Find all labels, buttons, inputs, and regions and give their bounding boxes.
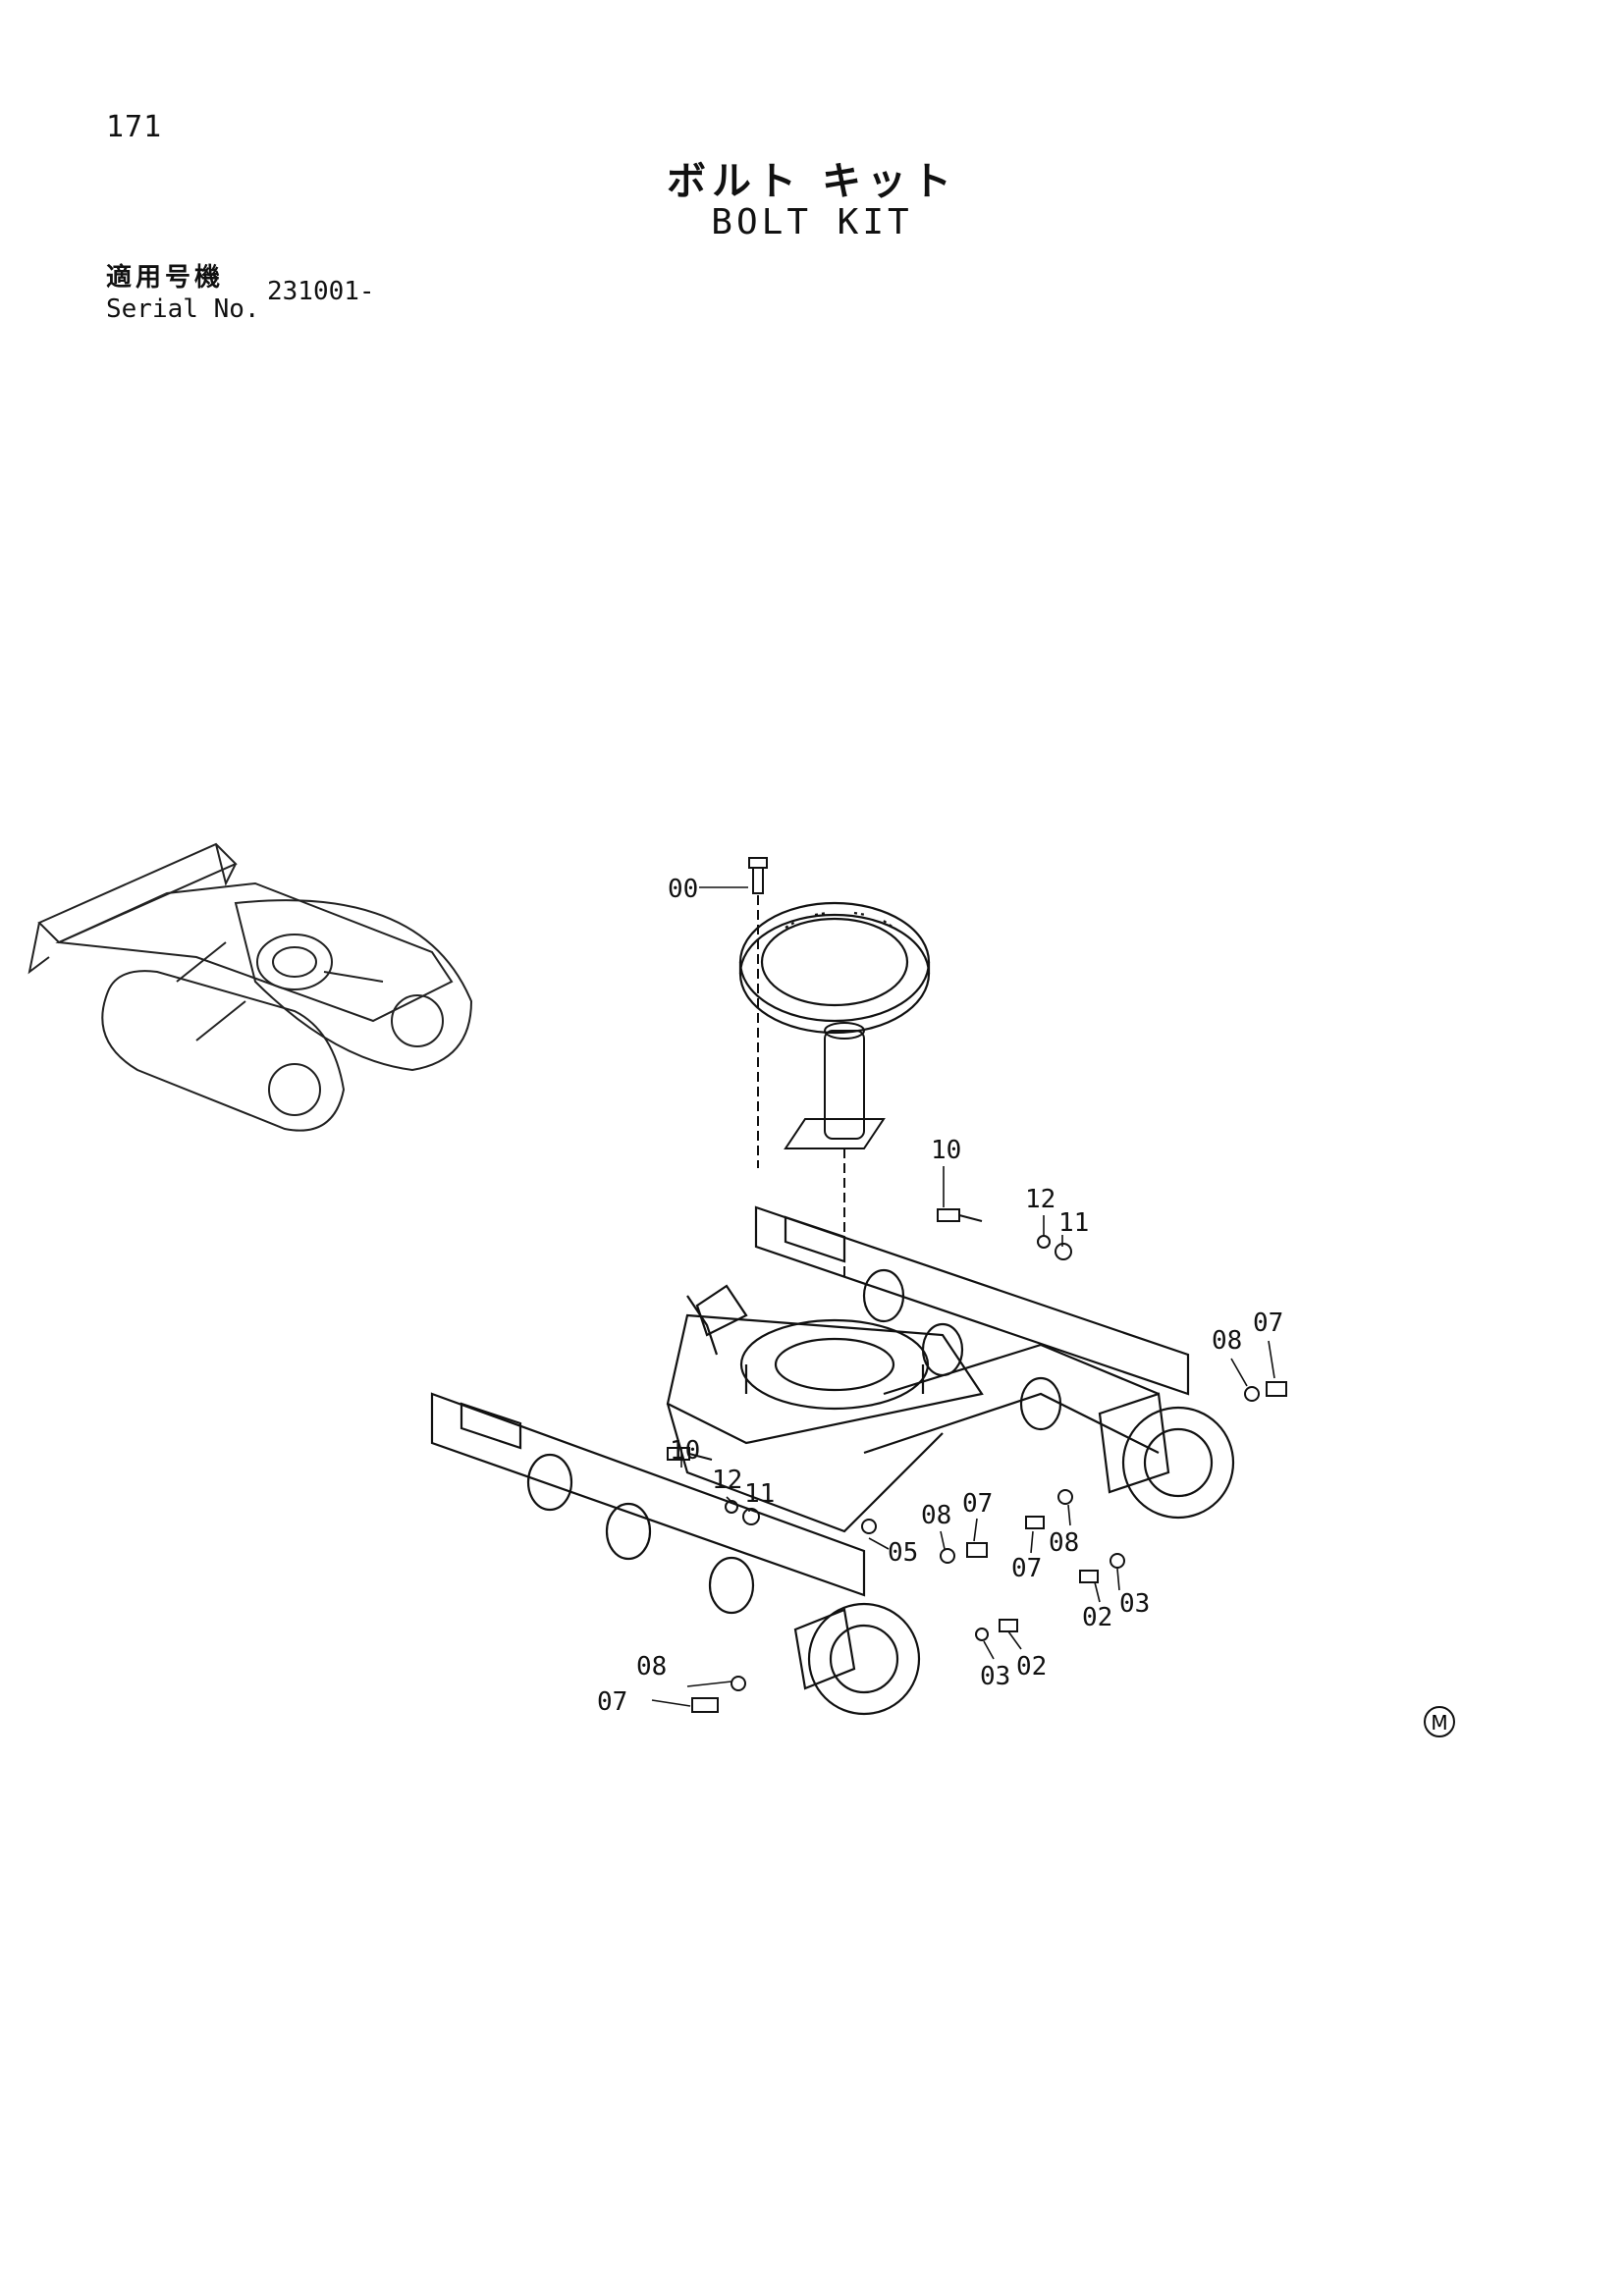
swing-bearing-ring: [738, 901, 931, 1035]
callout-08-center: 08: [1049, 1528, 1079, 1558]
callout-07-mid: 07: [962, 1489, 993, 1519]
page-title-jp: ボルト キット: [667, 159, 957, 204]
callout-07-center: 07: [1011, 1554, 1042, 1583]
callout-11-upper: 11: [1058, 1208, 1089, 1238]
callout-12-lower: 12: [712, 1466, 742, 1495]
callout-11-lower: 11: [744, 1479, 775, 1509]
serial-label-en: Serial No.: [106, 294, 260, 324]
m-mark-label: M: [1431, 1711, 1447, 1735]
callout-07-left: 07: [597, 1687, 627, 1717]
m-mark: M: [1424, 1706, 1455, 1737]
callout-labels: 00 10 12 11 08 07 10 12 11 08 07 05 08 0…: [597, 875, 1283, 1717]
serial-label-jp: 適用号機: [106, 263, 225, 293]
callout-08-mid: 08: [921, 1501, 951, 1530]
callout-02-right: 02: [1082, 1603, 1112, 1632]
callout-00: 00: [668, 875, 698, 904]
callout-05: 05: [888, 1538, 918, 1568]
callout-07-right: 07: [1253, 1308, 1283, 1338]
page-title-en: BOLT KIT: [711, 202, 913, 242]
top-bolt: [748, 857, 768, 1168]
hardware-bolts-washers: [667, 1208, 1287, 1713]
callout-03-lower: 03: [980, 1662, 1010, 1691]
serial-value: 231001-: [267, 277, 375, 306]
callout-12-upper: 12: [1025, 1185, 1056, 1214]
reference-thumbnail: [27, 842, 473, 1132]
center-joint: [784, 1022, 886, 1276]
callout-10-lower: 10: [670, 1436, 700, 1466]
callout-03-right: 03: [1119, 1589, 1150, 1619]
callout-10-upper: 10: [931, 1136, 961, 1165]
callout-08-left: 08: [636, 1652, 667, 1682]
leader-lines: [651, 886, 1275, 1707]
undercarriage-frame: [430, 1205, 1235, 1716]
callout-08-right: 08: [1212, 1326, 1242, 1356]
callout-02-lower: 02: [1016, 1652, 1047, 1682]
page-number: 171: [106, 110, 163, 144]
